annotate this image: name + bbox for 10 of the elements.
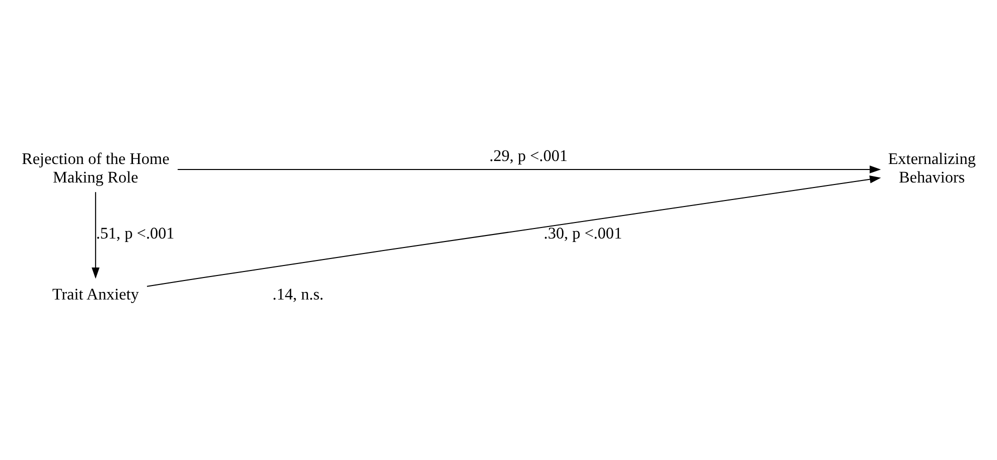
edge-label: .29, p <.001 bbox=[488, 146, 568, 165]
node-text: Externalizing Behaviors bbox=[888, 150, 976, 186]
node-text: Trait Anxiety bbox=[52, 284, 138, 303]
arrow bbox=[177, 165, 880, 173]
label: .14, n.s. bbox=[272, 284, 324, 303]
arrow bbox=[146, 175, 880, 286]
edge-label: .30, p <.001 bbox=[543, 224, 622, 242]
node-text: Rejection of the Home Making Role bbox=[21, 150, 169, 186]
arrow bbox=[91, 192, 99, 278]
edge-label: .51, p <.001 bbox=[96, 224, 174, 242]
